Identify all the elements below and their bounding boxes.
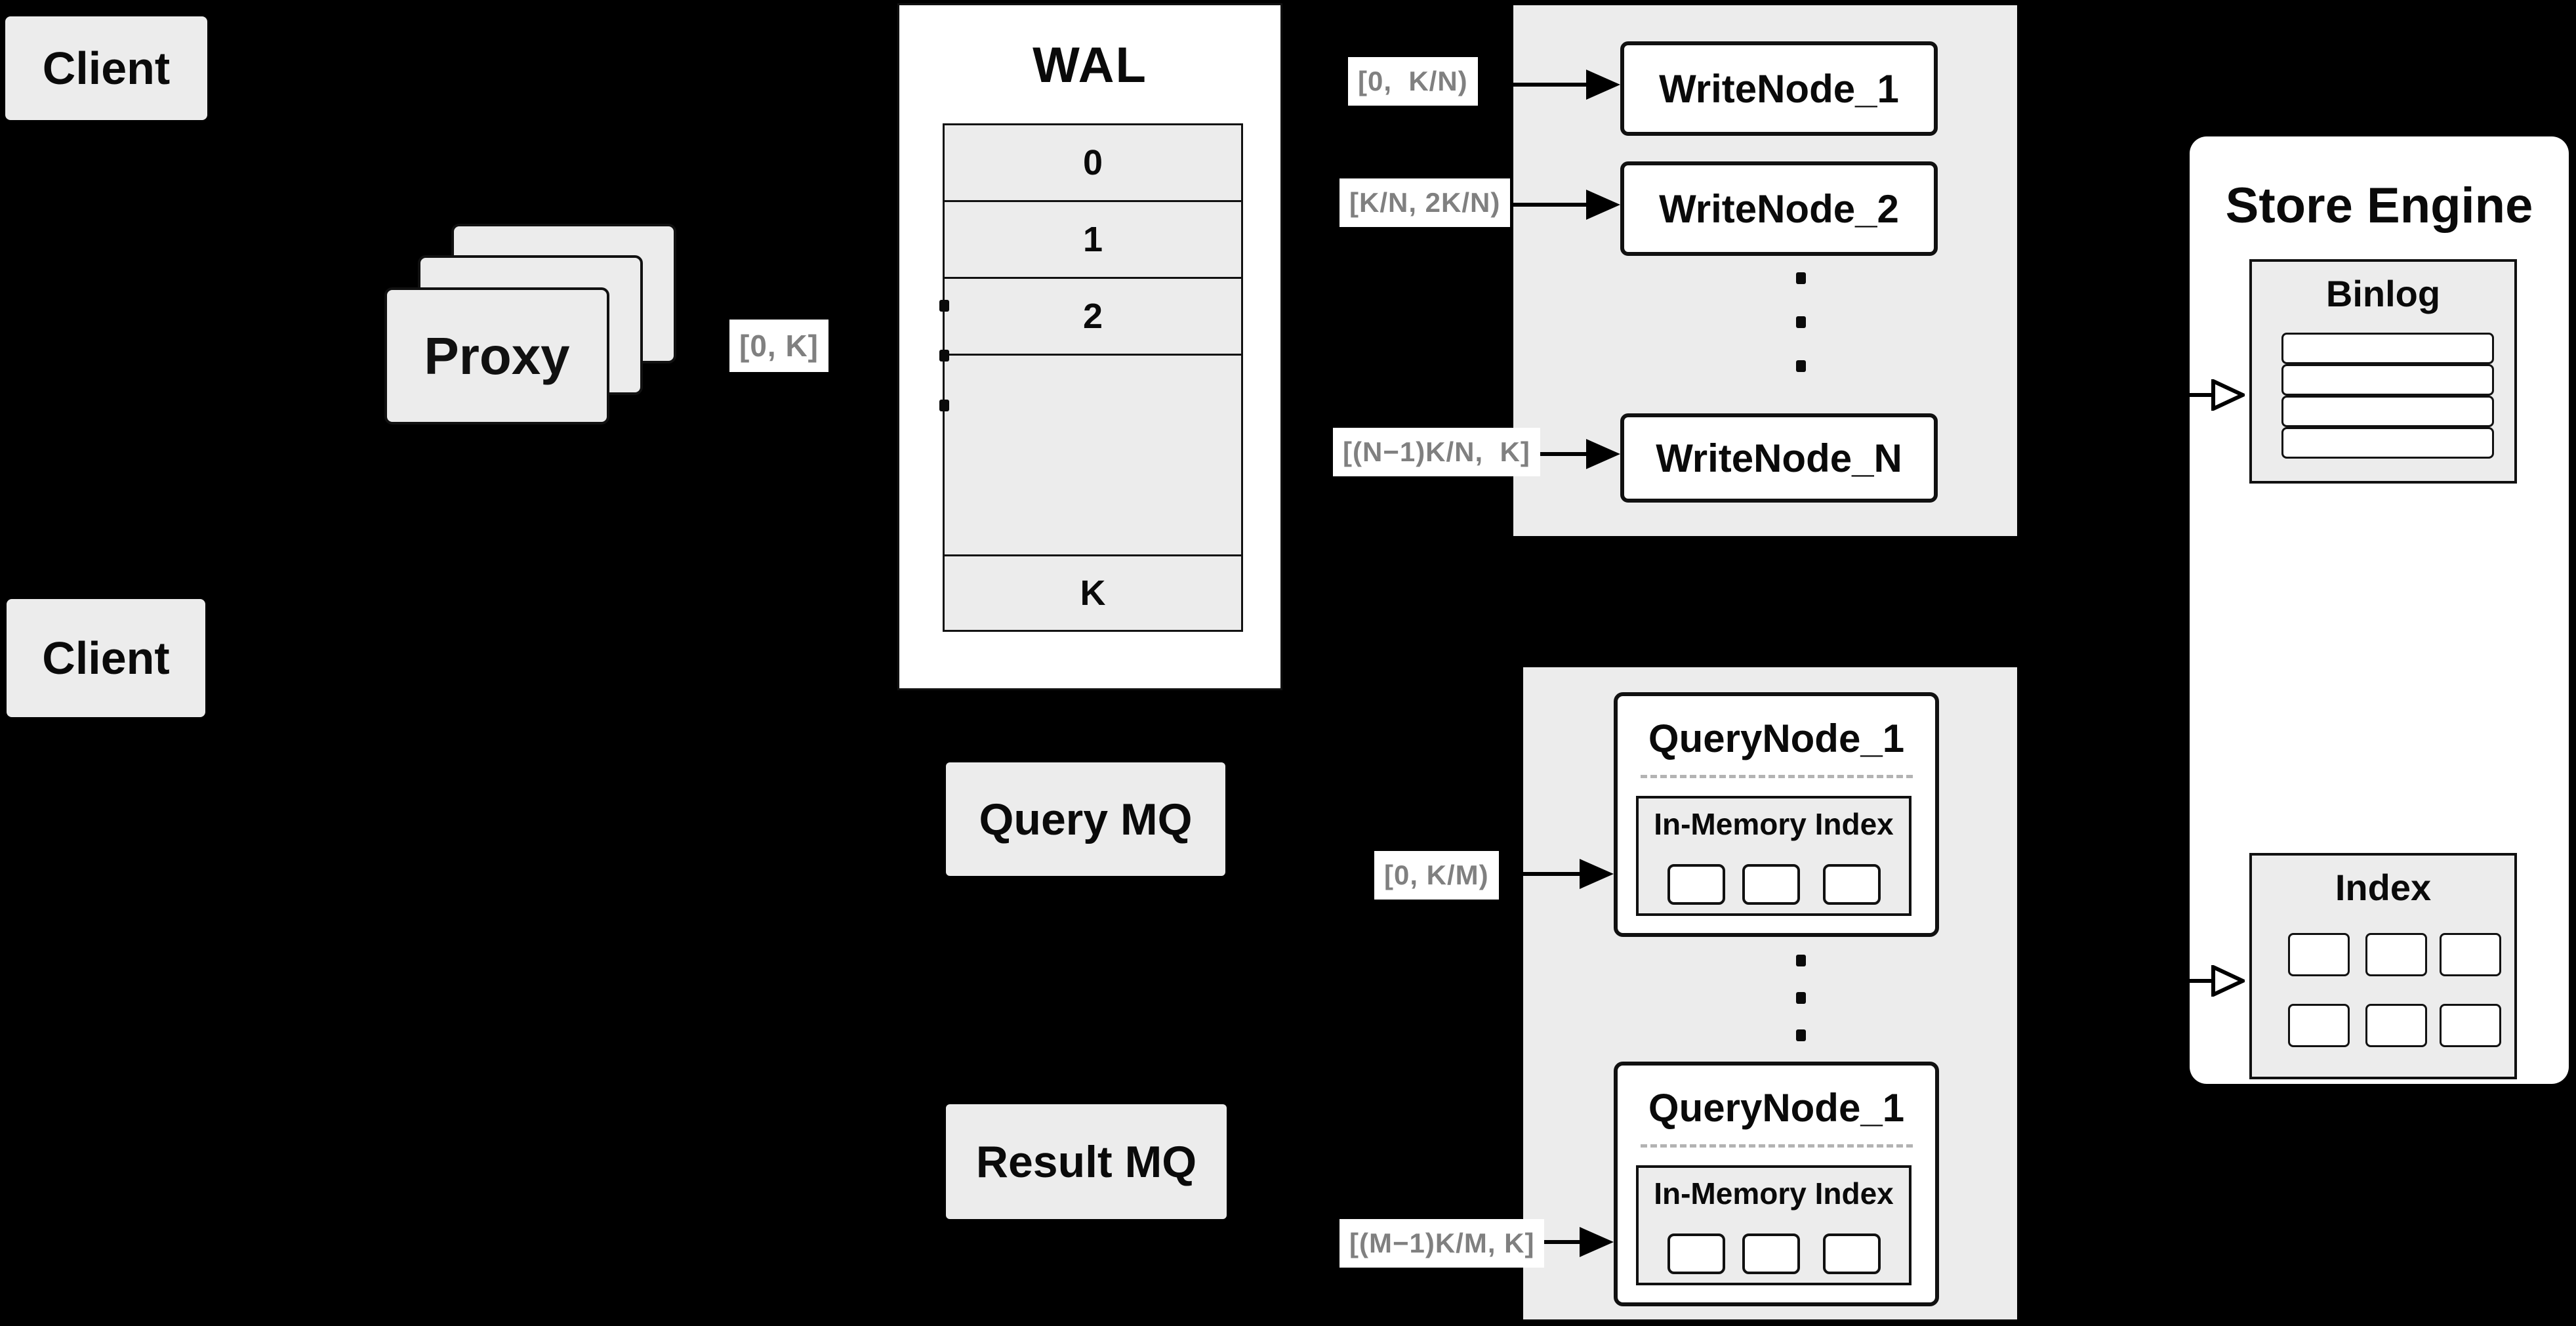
query-node-m-inmemory-box: In-Memory Index (1636, 1165, 1912, 1285)
client-top-label: Client (42, 43, 171, 94)
proxy-card-front: Proxy (384, 287, 609, 425)
arrow-line-write-1 (1513, 83, 1597, 87)
query-node-m: QueryNode_1 In-Memory Index (1614, 1062, 1939, 1306)
write-node-n: WriteNode_N (1620, 413, 1938, 503)
result-mq-node: Result MQ (946, 1104, 1227, 1219)
write-node-1-label: WriteNode_1 (1659, 66, 1899, 111)
index-square (2288, 933, 2350, 976)
segment-square (1823, 1233, 1881, 1274)
arrow-line-write-2 (1513, 203, 1597, 207)
wal-table: 0 1 2 K (939, 123, 1243, 632)
binlog-row (2281, 396, 2494, 427)
query-node-1-separator (1641, 775, 1913, 778)
binlog-box: Binlog (2249, 259, 2517, 484)
write-node-1: WriteNode_1 (1620, 41, 1938, 136)
wal-row-k: K (945, 556, 1241, 632)
write-node-2: WriteNode_2 (1620, 161, 1938, 256)
wal-row-0: 0 (945, 125, 1241, 202)
binlog-row (2281, 333, 2494, 364)
interval-label-query-first: [0, K/M) (1374, 851, 1499, 900)
client-top-node: Client (5, 16, 207, 120)
query-node-m-inmemory-title: In-Memory Index (1654, 1176, 1894, 1211)
binlog-title: Binlog (2325, 273, 2441, 314)
wal-title: WAL (1032, 37, 1147, 93)
index-square (2440, 933, 2501, 976)
client-bottom-label: Client (42, 632, 170, 684)
query-mq-node: Query MQ (946, 762, 1225, 876)
index-square (2365, 1004, 2427, 1047)
interval-label-write-2: [K/N, 2K/N) (1339, 178, 1511, 227)
query-node-1-inmemory-box: In-Memory Index (1636, 796, 1912, 916)
wal-row-1: 1 (945, 202, 1241, 279)
arrow-line-write-n (1513, 452, 1597, 456)
write-node-2-label: WriteNode_2 (1659, 186, 1899, 231)
interval-label-write-n: [(N−1)K/N, K] (1333, 428, 1540, 476)
segment-square (1667, 1233, 1725, 1274)
store-engine-title: Store Engine (2225, 178, 2533, 234)
binlog-row (2281, 427, 2494, 459)
client-bottom-node: Client (7, 599, 205, 717)
segment-square (1742, 1233, 1800, 1274)
segment-square (1742, 864, 1800, 905)
index-square (2440, 1004, 2501, 1047)
segment-square (1823, 864, 1881, 905)
index-box: Index (2249, 853, 2517, 1079)
wal-row-ellipsis (939, 300, 1241, 556)
query-node-m-separator (1641, 1144, 1913, 1148)
write-node-n-label: WriteNode_N (1656, 436, 1902, 480)
arrow-line-query-1 (1523, 872, 1593, 876)
index-square (2365, 933, 2427, 976)
query-node-1: QueryNode_1 In-Memory Index (1614, 692, 1939, 937)
query-mq-label: Query MQ (979, 794, 1193, 844)
segment-square (1667, 864, 1725, 905)
binlog-row (2281, 364, 2494, 396)
arrow-line-query-m (1523, 1240, 1593, 1244)
query-node-1-title: QueryNode_1 (1648, 716, 1905, 760)
proxy-label: Proxy (424, 326, 570, 385)
arrow-head-write-1 (1586, 70, 1620, 100)
arrow-head-write-n (1586, 439, 1620, 469)
interval-label-write-1: [0, K/N) (1348, 57, 1478, 106)
arrow-head-query-m (1580, 1227, 1614, 1257)
query-node-m-title: QueryNode_1 (1648, 1086, 1905, 1130)
index-square (2288, 1004, 2350, 1047)
wal-row-2: 2 (945, 279, 1241, 356)
index-title: Index (2335, 867, 2432, 908)
query-node-1-inmemory-title: In-Memory Index (1654, 807, 1894, 841)
interval-label-proxy-out: [0, K] (729, 320, 828, 372)
interval-label-query-last: [(M−1)K/M, K] (1339, 1219, 1545, 1268)
arrow-hollow-binlog (2171, 379, 2245, 411)
arrow-head-query-1 (1580, 859, 1614, 889)
arrow-head-write-2 (1586, 190, 1620, 220)
result-mq-label: Result MQ (975, 1136, 1197, 1187)
arrow-hollow-index (2171, 965, 2245, 997)
store-engine-box: Store Engine Binlog Index (2190, 136, 2569, 1084)
